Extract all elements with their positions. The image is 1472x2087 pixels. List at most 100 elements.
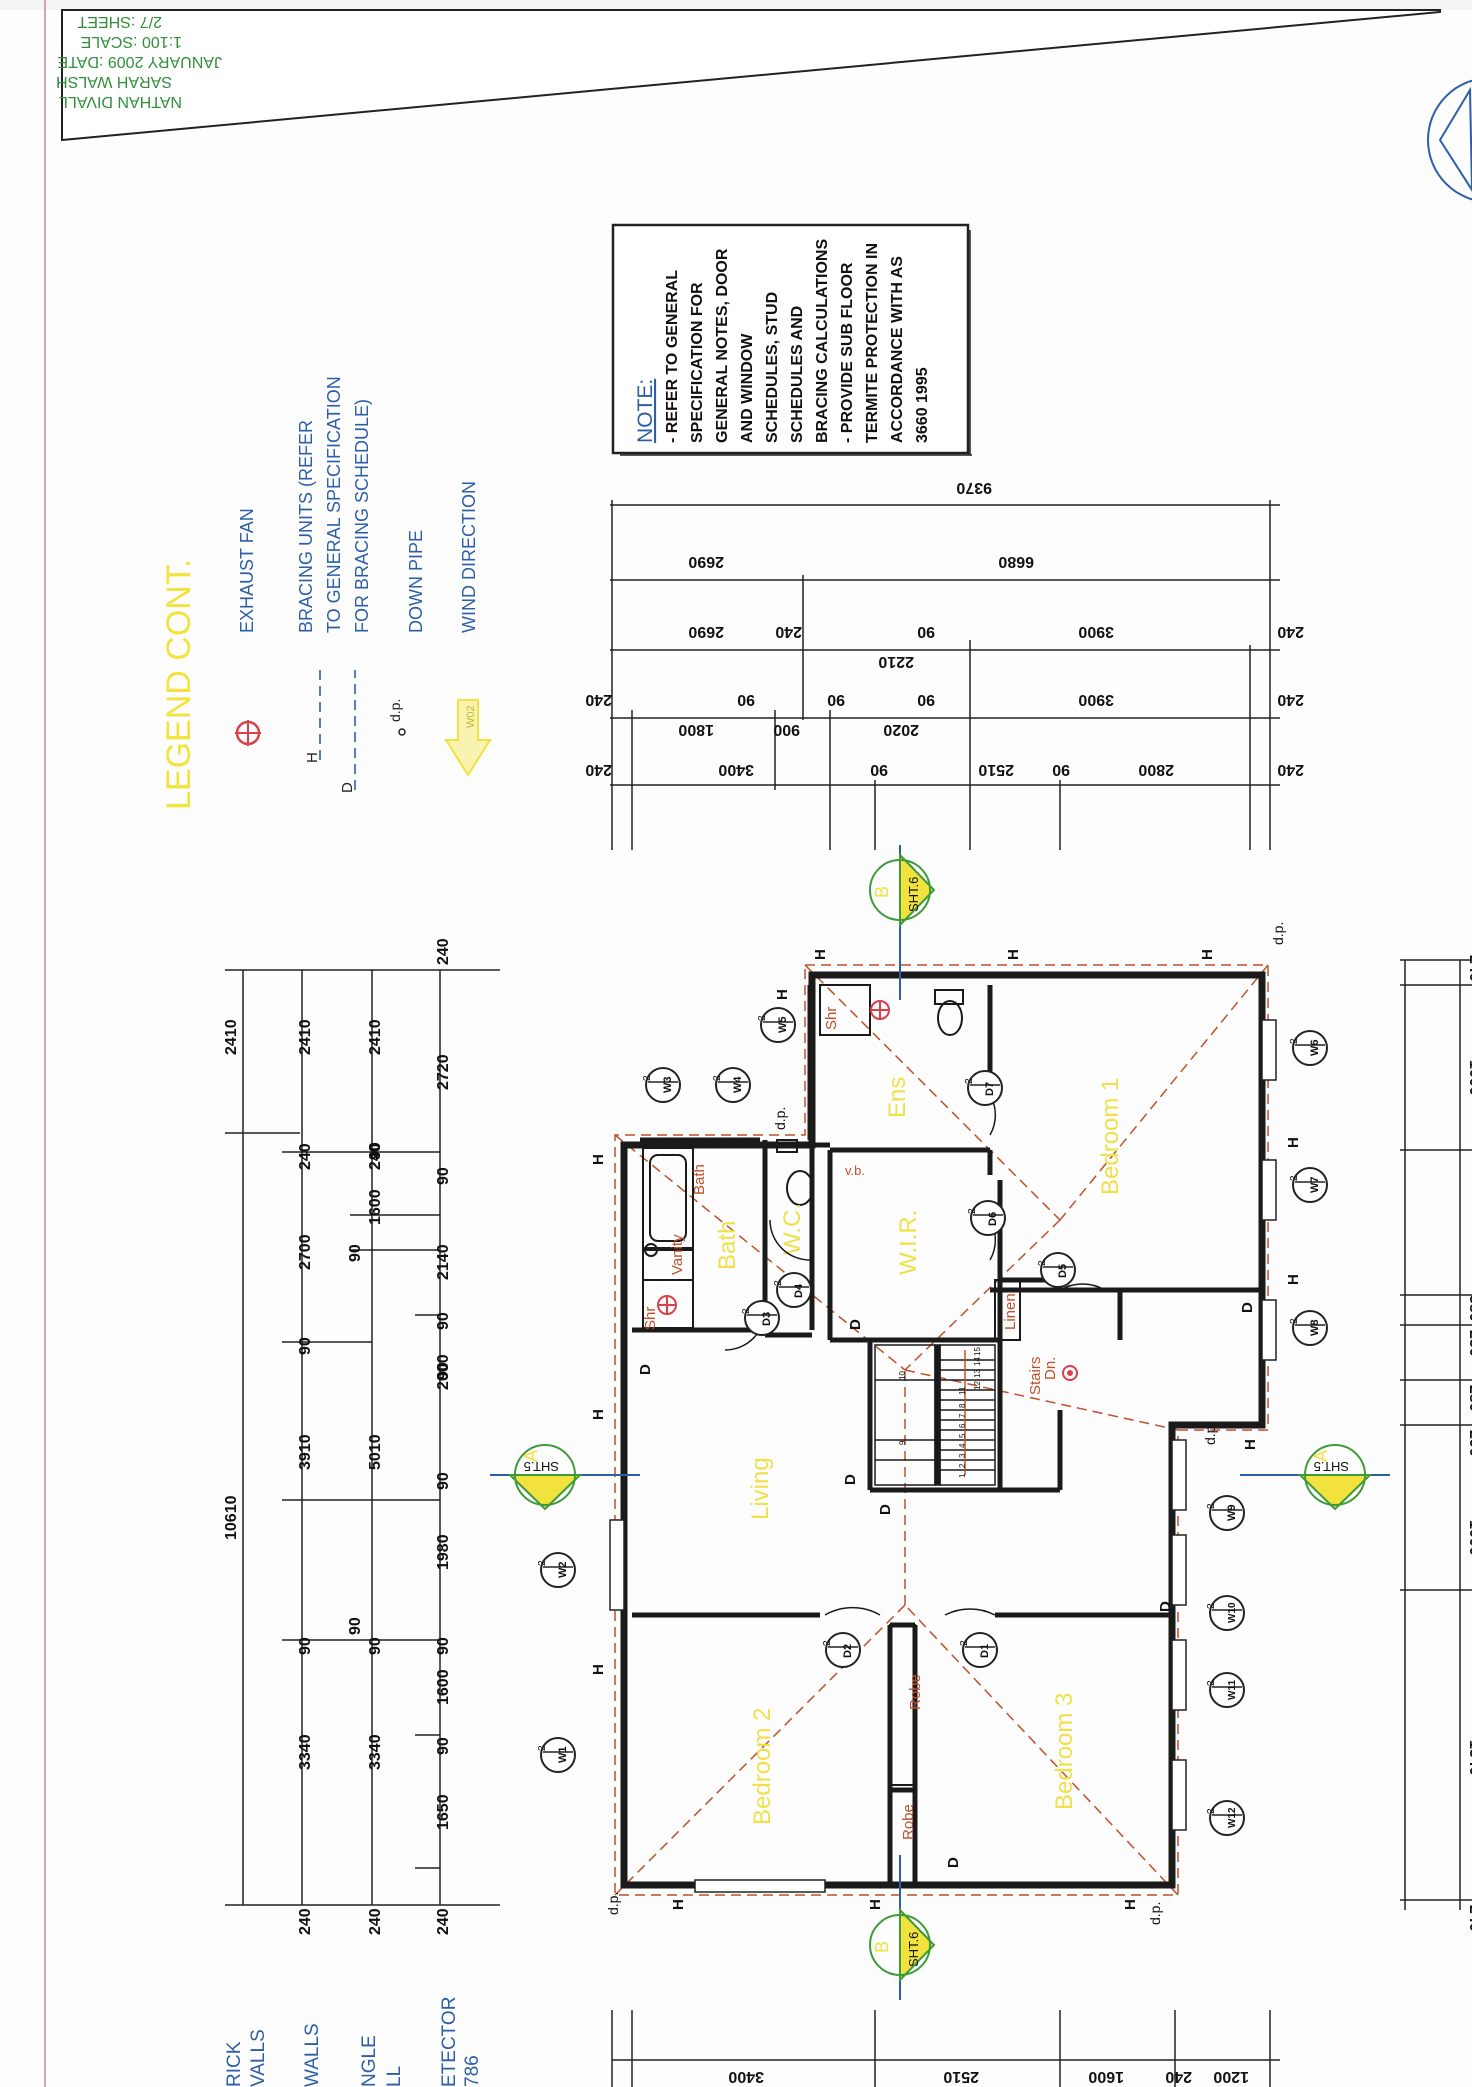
dim-top-3900b: 3900: [1078, 691, 1114, 708]
dim-r3-90b: 90: [367, 1142, 384, 1160]
dim-r2-2410: 2410: [297, 1019, 314, 1055]
dim-top-9370: 9370: [956, 479, 992, 496]
fixture-labels: Vanity Bath Shr Shr Linen Robe Robe Stai…: [642, 1007, 1059, 1840]
window-tag-w1-level: 2: [537, 1745, 548, 1751]
window-tag-w10-level: 2: [1206, 1603, 1217, 1609]
note-box: NOTE: - REFER TO GENERAL SPECIFICATION F…: [611, 223, 972, 456]
internal-walls: [632, 985, 1262, 1885]
dim-top-2800: 2800: [1138, 761, 1174, 778]
toilet-wc: [786, 1170, 814, 1206]
dim-r4-240b: 240: [435, 938, 452, 965]
dim-r1-3910: 3910: [297, 1434, 314, 1470]
bracing-h-12: H: [1199, 949, 1216, 960]
bracing-h-2: H: [590, 1409, 607, 1420]
dim-right-1000b: 1000: [1466, 1520, 1472, 1556]
downpipe-3: d.p.: [1202, 1422, 1218, 1445]
stair-num-14: 14: [973, 1357, 982, 1366]
left-cut-legend: RICK VALLS WALLS NGLE LL ETECTOR 786: [224, 1997, 483, 2087]
stair-num-11: 11: [958, 1386, 967, 1395]
dim-bottom-2510: 2510: [943, 2068, 979, 2085]
room-bedroom2: Bedroom 2: [749, 1708, 776, 1825]
dim-r2-90d: 90: [435, 1312, 452, 1330]
stair-num-3: 3: [958, 1453, 967, 1458]
dim-top-90c: 90: [827, 691, 845, 708]
dim-top-2210: 2210: [878, 653, 914, 670]
dim-r4-90d: 90: [347, 1617, 364, 1635]
dim-top-90f: 90: [1052, 761, 1070, 778]
section-b-top-letter: B: [872, 886, 892, 898]
label-stairs-dn: Dn.: [1042, 1357, 1059, 1380]
bracing-h-7: H: [1242, 1439, 1259, 1450]
window-tag-w1-code: W1: [557, 1747, 569, 1764]
bracing-h-13: H: [774, 989, 791, 1000]
linen-unit: [994, 1279, 1021, 1341]
door-tag-d3-level: 2: [741, 1308, 752, 1314]
bracing-h-6: H: [1122, 1899, 1139, 1910]
dim-top-240b: 240: [1277, 623, 1304, 640]
door-tag-d5-level: 2: [1037, 1260, 1048, 1266]
dimension-chain-bottom: [611, 2010, 1280, 2087]
cut-label-6: ETECTOR: [439, 1997, 460, 2087]
dim-top-3900a: 3900: [1078, 623, 1114, 640]
cut-label-4: NGLE: [359, 2035, 380, 2087]
door-tag-d1: 2D1: [959, 1632, 998, 1668]
stair-num-5: 5: [958, 1433, 967, 1438]
note-line-10: ACCORDANCE WITH AS: [889, 256, 906, 443]
downpipe-2: d.p.: [772, 1107, 788, 1130]
section-b-bottom: B SHT.6: [869, 1855, 936, 2000]
dim-top-90e: 90: [870, 761, 888, 778]
dim-top-240f: 240: [1277, 761, 1304, 778]
title-block-frame: [61, 9, 1441, 142]
label-vanity: Vanity: [669, 1234, 686, 1275]
door-tag-d2-code: D2: [842, 1644, 854, 1658]
dim-r1-2410: 2410: [223, 1019, 240, 1055]
dim-bottom-3400: 3400: [728, 2068, 764, 2085]
dim-right-240b: 240: [1466, 1905, 1472, 1932]
legend-bracing-line3: FOR BRACING SCHEDULE): [352, 399, 372, 633]
cut-label-3: WALLS: [302, 2023, 323, 2087]
note-line-5: SCHEDULES, STUD: [764, 292, 781, 443]
stair-num-7: 7: [958, 1413, 967, 1418]
door-tag-d4-level: 2: [773, 1280, 784, 1286]
window-tag-w2-level: 2: [537, 1560, 548, 1566]
door-tag-d7: 2D7: [964, 1070, 1003, 1106]
stair-numbers: 1 2 3 4 5 6 7 8 9 10 11 12 13 14 15: [898, 1347, 982, 1478]
bracing-h-5: H: [867, 1899, 884, 1910]
note-line-6: SCHEDULES AND: [789, 306, 806, 443]
dim-bottom-1200: 1200: [1213, 2068, 1249, 2085]
bracing-d-2: D: [842, 1474, 859, 1485]
wind-direction-arrow: W02: [444, 699, 492, 777]
legend-exhaust-label: EXHAUST FAN: [237, 508, 257, 633]
door-tag-d4-code: D4: [793, 1283, 805, 1298]
toilet-ens: [937, 1000, 963, 1036]
dimension-labels-left: 10610 240 3340 3910 2410 2410 240 2700 2…: [223, 938, 452, 1935]
downpipe-4: d.p.: [605, 1892, 621, 1915]
bracing-h-9: H: [1285, 1137, 1302, 1148]
window-tag-w11-level: 2: [1206, 1680, 1217, 1686]
note-line-3: GENERAL NOTES, DOOR: [714, 248, 731, 443]
label-shower: Shr: [642, 1307, 659, 1330]
door-tags: 2D1 2D2 2D3 2D4 2D5 2D6 2D7: [741, 1070, 1076, 1668]
dim-r3-240b: 240: [367, 1908, 384, 1935]
robe-a-unit: [889, 1624, 916, 1786]
bracing-h-10: H: [812, 949, 829, 960]
title-drafter: SARAH WALSH: [56, 73, 172, 90]
dim-right-1000a: 1000: [1466, 1060, 1472, 1096]
room-ens: Ens: [884, 1077, 911, 1118]
dim-top-3400: 3400: [718, 761, 754, 778]
note-line-9: TERMITE PROTECTION IN: [864, 243, 881, 443]
window-tag-w5-level: 2: [757, 1015, 768, 1021]
room-labels: Living Bedroom 1 Bedroom 2 Bedroom 3 Ens…: [714, 1077, 1124, 1825]
window-tag-w12-code: W12: [1227, 1807, 1238, 1828]
room-bedroom3: Bedroom 3: [1051, 1693, 1078, 1810]
section-a-right-sheet: SHT.5: [1314, 1459, 1349, 1474]
note-heading: NOTE:: [634, 379, 657, 443]
legend-heading: LEGEND CONT.: [160, 559, 198, 810]
dim-right-1340: 1340: [1466, 1740, 1472, 1776]
title-designer: NATHAN DIVALL: [59, 93, 182, 110]
dim-bottom-240: 240: [1165, 2068, 1192, 2085]
